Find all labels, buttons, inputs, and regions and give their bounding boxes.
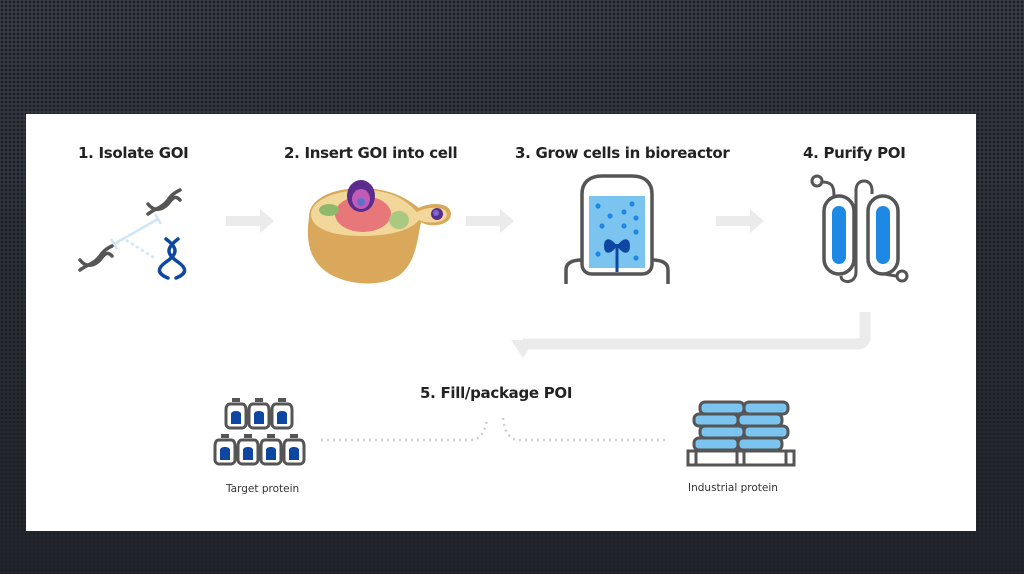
step-1-title: 1. Isolate GOI <box>78 144 189 162</box>
pallet-icon <box>686 400 796 467</box>
step-4-title: 4. Purify POI <box>803 144 906 162</box>
diagram-panel: 1. Isolate GOI 2. Insert GOI into cell <box>26 114 976 531</box>
arrow-right-icon <box>466 209 514 233</box>
chromatography-columns-icon <box>810 174 909 283</box>
target-protein-label: Target protein <box>226 483 300 495</box>
industrial-protein-label: Industrial protein <box>688 482 778 494</box>
step-5-title: 5. Fill/package POI <box>420 384 573 402</box>
step-3-title: 3. Grow cells in bioreactor <box>515 144 730 162</box>
cell-icon <box>307 180 451 284</box>
arrow-right-icon <box>716 209 764 233</box>
bioreactor-icon <box>564 174 670 284</box>
step-2-title: 2. Insert GOI into cell <box>284 144 458 162</box>
dna-icon <box>78 188 187 280</box>
dotted-connector <box>321 417 669 442</box>
vials-icon <box>213 396 306 466</box>
arrow-right-icon <box>226 209 274 233</box>
return-arrow-icon <box>511 312 871 358</box>
